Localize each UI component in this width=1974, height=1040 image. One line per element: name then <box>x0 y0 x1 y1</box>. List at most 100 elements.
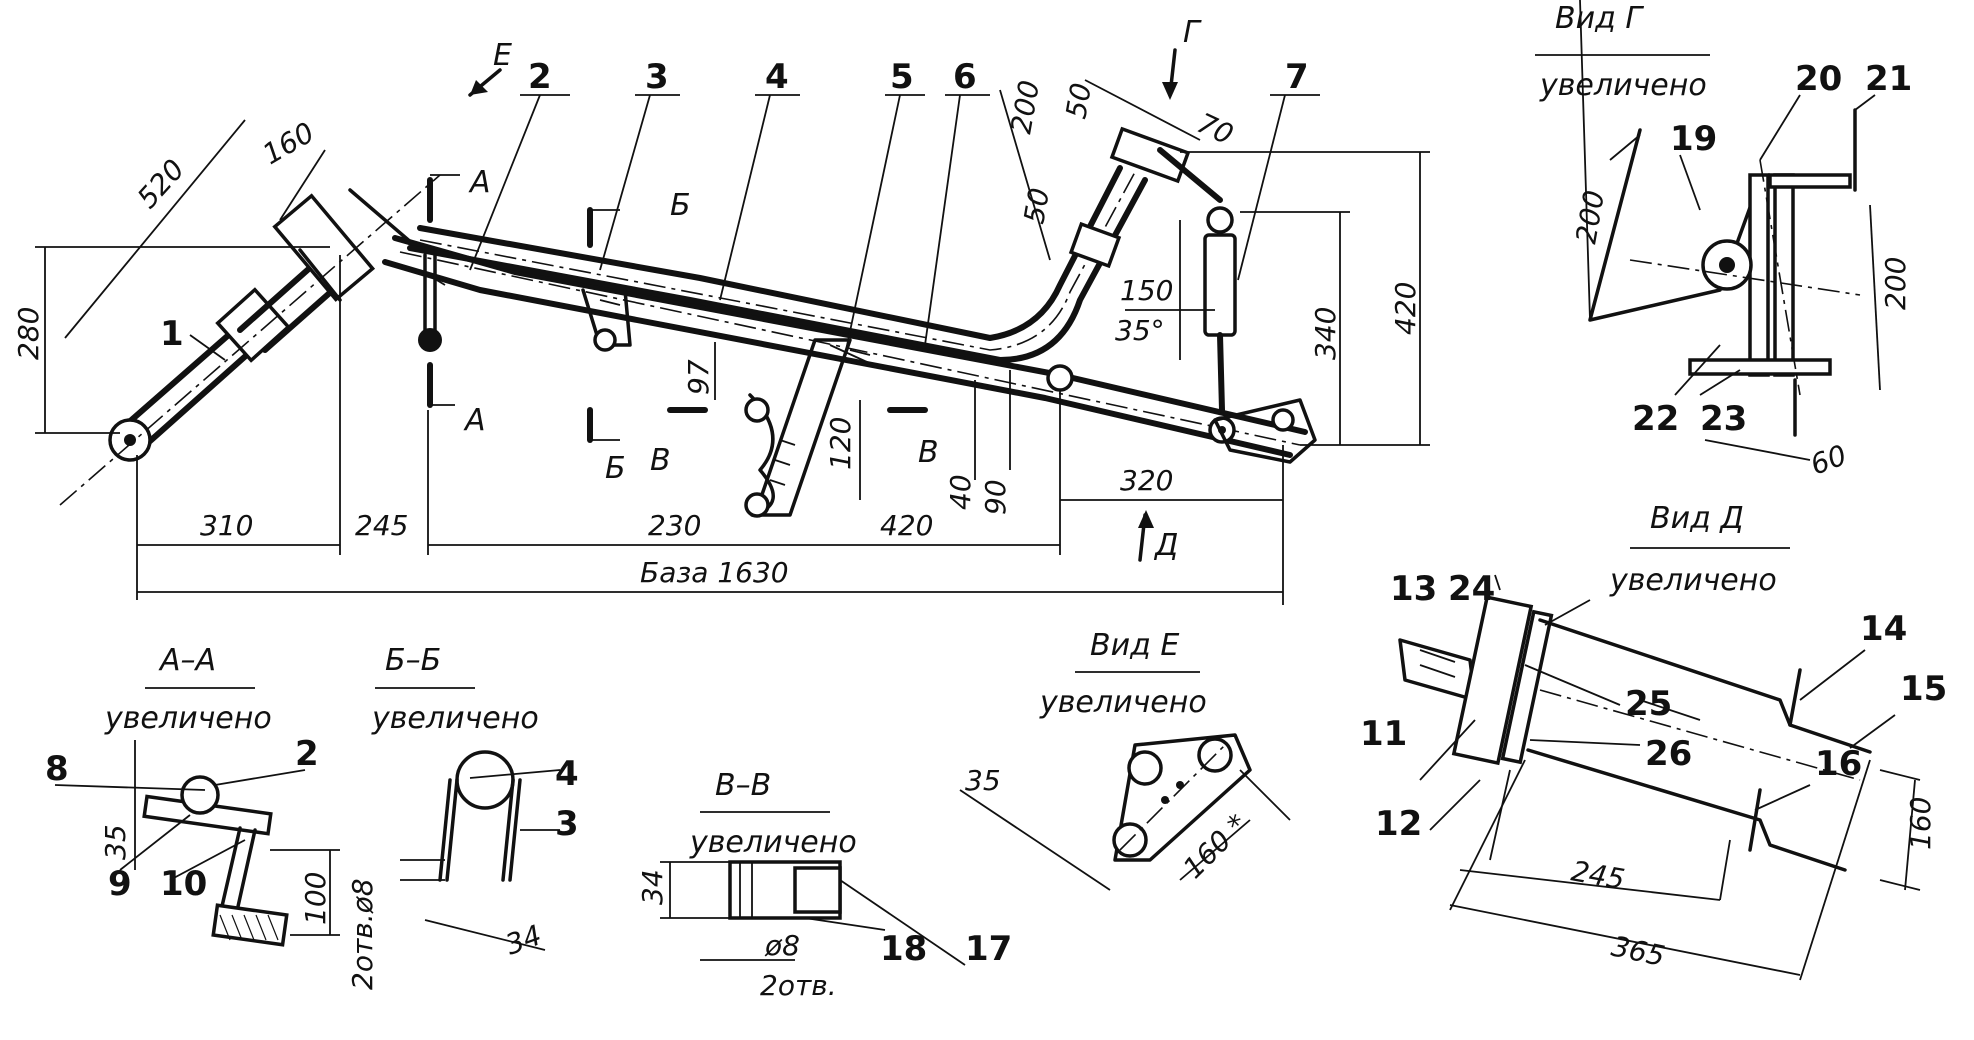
section-B-top: Б <box>670 188 691 223</box>
section-BB: Б–Б увеличено 4 3 34 2отв.ø8 <box>346 643 579 990</box>
section-AA-dim-35: 35 <box>99 824 132 860</box>
section-VV-dim-34: 34 <box>636 869 669 905</box>
view-D-marker: Д <box>1153 528 1178 563</box>
section-AA-caption: А–А <box>158 643 216 678</box>
section-BB-dim-holes: 2отв.ø8 <box>346 878 379 990</box>
section-BB-label-4: 4 <box>555 754 579 794</box>
view-G-dim-60: 60 <box>1806 438 1851 481</box>
dim-340: 340 <box>1309 307 1342 360</box>
dim-310: 310 <box>200 509 253 542</box>
engine-plate <box>744 338 881 518</box>
dim-280: 280 <box>12 307 45 360</box>
view-D-label-24: 24 <box>1448 569 1495 609</box>
pivot-joint <box>1046 364 1074 392</box>
dim-230: 230 <box>648 509 701 542</box>
view-D-subcaption: увеличено <box>1609 563 1777 598</box>
view-E: Вид Е увеличено 35 160 * <box>959 628 1291 891</box>
rear-curved-tube <box>407 165 1148 363</box>
view-D-label-14: 14 <box>1860 609 1907 649</box>
dim-50-bottom: 50 <box>1017 185 1056 226</box>
view-G: Вид Г увеличено 19 20 21 22 23 200 200 6… <box>1535 0 1912 482</box>
section-BB-subcaption: увеличено <box>371 701 539 736</box>
part-label-7: 7 <box>1285 57 1309 97</box>
part-label-6: 6 <box>953 57 977 97</box>
view-G-label-19: 19 <box>1670 119 1717 159</box>
view-G-label-21: 21 <box>1865 59 1912 99</box>
section-BB-dim-34: 34 <box>501 918 546 961</box>
section-BB-caption: Б–Б <box>385 643 441 678</box>
dim-97: 97 <box>682 359 715 395</box>
section-VV-subcaption: увеличено <box>689 825 857 860</box>
section-AA-label-9: 9 <box>108 864 132 904</box>
part-label-5: 5 <box>890 57 914 97</box>
view-D-label-26: 26 <box>1645 734 1692 774</box>
lower-bracket <box>581 288 632 352</box>
view-D-label-25: 25 <box>1625 684 1672 724</box>
view-D-caption: Вид Д <box>1650 501 1744 536</box>
dim-base: База 1630 <box>640 556 789 589</box>
dim-200: 200 <box>1004 78 1046 136</box>
section-A-top: А <box>468 165 491 200</box>
section-BB-label-3: 3 <box>555 804 579 844</box>
section-VV-dim-8: ø8 <box>764 929 800 962</box>
section-B-bottom: Б <box>605 451 626 486</box>
section-markers <box>427 174 928 443</box>
dim-320: 320 <box>1120 464 1173 497</box>
front-fork <box>59 174 441 506</box>
view-G-label-22: 22 <box>1632 399 1679 439</box>
dim-50-top: 50 <box>1059 80 1098 121</box>
main-dimension-lines <box>35 79 1430 605</box>
view-D: Вид Д увеличено 13 24 11 12 14 <box>1360 501 1947 981</box>
section-AA: А–А увеличено 8 2 9 10 35 100 <box>45 643 340 947</box>
section-AA-label-2: 2 <box>295 734 319 774</box>
view-E-caption: Вид Е <box>1090 628 1179 663</box>
dim-160: 160 <box>257 116 320 171</box>
leader-lines <box>189 94 1320 361</box>
part-label-3: 3 <box>645 57 669 97</box>
section-VV-label-17: 17 <box>965 929 1012 969</box>
dim-35-degree: 35° <box>1115 314 1165 347</box>
section-VV-label-18: 18 <box>880 929 927 969</box>
view-G-marker: Г <box>1183 15 1202 50</box>
view-G-subcaption: увеличено <box>1539 68 1707 103</box>
section-AA-dim-100: 100 <box>299 872 332 925</box>
section-AA-label-8: 8 <box>45 749 69 789</box>
view-arrows <box>468 48 1178 562</box>
dim-420: 420 <box>1389 282 1422 335</box>
section-AA-label-10: 10 <box>160 864 207 904</box>
view-D-label-12: 12 <box>1375 804 1422 844</box>
footpeg-bracket <box>418 253 442 352</box>
view-G-dim-200-right: 200 <box>1879 257 1912 310</box>
section-VV-dim-holes: 2отв. <box>760 969 837 1002</box>
view-G-caption: Вид Г <box>1555 1 1644 36</box>
view-G-label-20: 20 <box>1795 59 1842 99</box>
section-AA-subcaption: увеличено <box>104 701 272 736</box>
view-E-dim-35: 35 <box>965 764 1001 797</box>
view-G-label-23: 23 <box>1700 399 1747 439</box>
dim-120: 120 <box>824 417 857 470</box>
dim-520: 520 <box>131 153 191 215</box>
part-label-1: 1 <box>160 314 184 354</box>
rear-dropout <box>1213 398 1317 464</box>
dim-40: 40 <box>944 474 977 510</box>
view-D-dim-160: 160 <box>1904 797 1937 850</box>
view-E-subcaption: увеличено <box>1039 685 1207 720</box>
section-V-right: В <box>918 435 939 470</box>
dim-90: 90 <box>979 479 1012 515</box>
view-G-dim-200-left: 200 <box>1569 188 1611 246</box>
view-D-dim-245: 245 <box>1569 854 1627 896</box>
section-VV: В–В увеличено 18 17 34 ø8 2отв. <box>636 768 1012 1002</box>
dim-150: 150 <box>1120 274 1173 307</box>
dim-245: 245 <box>355 509 408 542</box>
view-D-label-13: 13 <box>1390 569 1437 609</box>
view-E-marker: Е <box>493 38 512 73</box>
view-D-dim-365: 365 <box>1609 930 1668 973</box>
part-label-4: 4 <box>765 57 789 97</box>
main-frame-view: 1 2 3 4 5 6 7 Е Г Д А А Б Б В В 520 160 … <box>12 15 1430 605</box>
section-A-bottom: А <box>463 403 486 438</box>
dim-420-lower: 420 <box>880 509 933 542</box>
section-V-left: В <box>650 443 671 478</box>
view-D-label-16: 16 <box>1815 744 1862 784</box>
